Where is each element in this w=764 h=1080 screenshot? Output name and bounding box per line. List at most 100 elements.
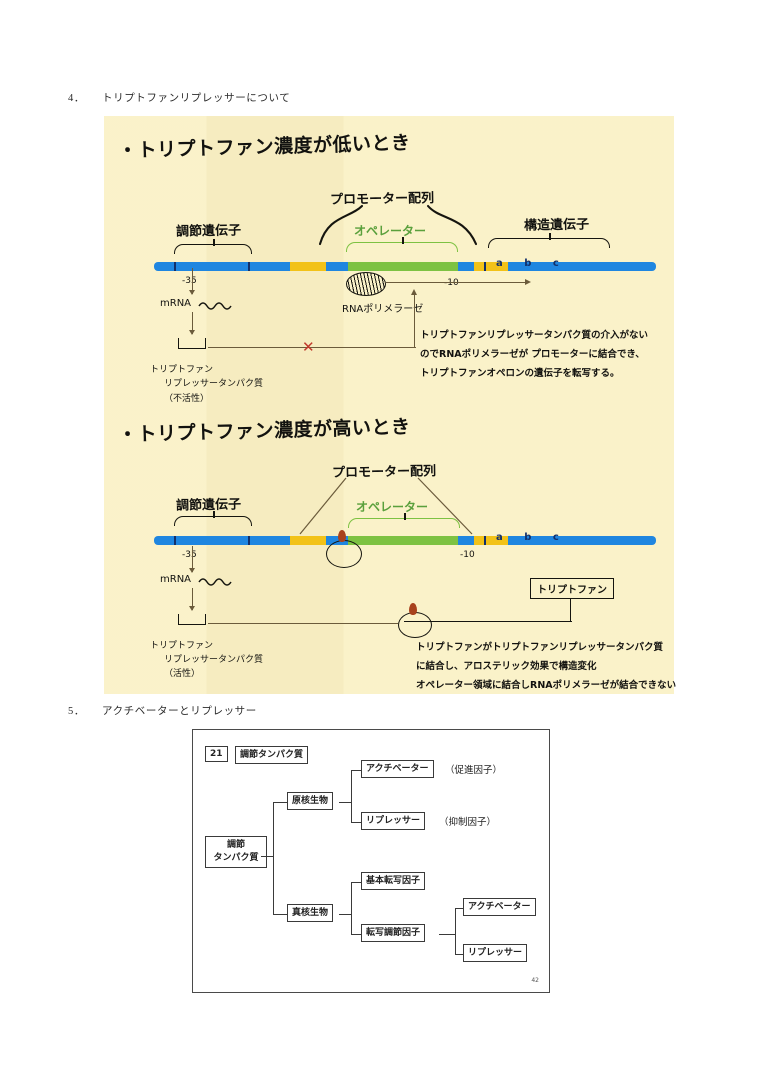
repressor-caption-line3-high: （活性） xyxy=(164,669,201,679)
repressor-caption-line1-high: トリプトファン xyxy=(150,641,214,651)
tryptophan-box-connector-h xyxy=(404,621,572,623)
repressor-caption-line2-low: リプレッサータンパク質 xyxy=(164,379,264,389)
gene-tick-c-high xyxy=(484,536,486,545)
gene-seg-operator xyxy=(348,262,458,271)
regulatory-gene-brace-low xyxy=(174,239,252,254)
rna-polymerase-label-low: RNAポリメラーゼ xyxy=(342,304,424,315)
gene-seg-spacer1 xyxy=(326,262,348,271)
gene-tick-c-low xyxy=(484,262,486,271)
gene-seg-operator-high xyxy=(348,536,458,545)
tree-branch2-connector xyxy=(273,914,287,915)
high-trp-heading: ・トリプトファン濃度が高いとき xyxy=(117,415,411,447)
gene-seg-promoter-10 xyxy=(474,262,508,271)
repressor-inactive-icon-low xyxy=(178,338,206,349)
explanation-high-line3: オペレーター領域に結合しRNAポリメラーゼが結合できない xyxy=(416,680,677,691)
tree-branch-eukaryote: 真核生物 xyxy=(287,904,334,922)
section-5-heading: 5． アクチベーターとリプレッサー xyxy=(68,703,257,718)
mrna-label-high: mRNA xyxy=(160,574,192,585)
tree-subbranch-child1-connector xyxy=(455,908,463,909)
tree-branch1-split xyxy=(351,770,352,822)
regulatory-transcription-arrow-low xyxy=(188,268,197,295)
tree-node-repressor-prokaryote: リプレッサー xyxy=(361,812,426,830)
gene-seg-promoter-10-high xyxy=(474,536,508,545)
tree-node-transcription-regulator: 転写調節因子 xyxy=(361,924,426,942)
regulatory-gene-label-high: 調節遺伝子 xyxy=(175,497,242,514)
explanation-low-line3: トリプトファンオペロンの遺伝子を転写する。 xyxy=(420,368,620,379)
gene-seg-promoter-35 xyxy=(290,262,326,271)
tree-branch1-connector xyxy=(273,802,287,803)
repressor-binding-uparrow-low xyxy=(409,289,418,348)
mrna-squiggle-low xyxy=(198,302,232,310)
gene-seg-promoter-35-high xyxy=(290,536,326,545)
repressor-caption-line3-low: （不活性） xyxy=(164,394,210,404)
tree-node-repressor-eukaryote: リプレッサー xyxy=(463,944,528,962)
transcription-arrow-low xyxy=(386,277,531,286)
gene-seg-structural xyxy=(508,262,656,271)
gene-seg-regulatory-high xyxy=(154,536,290,545)
explanation-low-line2: のでRNAポリメラーゼが プロモーターに結合でき、 xyxy=(420,349,645,360)
tree-corner-number: 21 xyxy=(205,746,228,762)
repressor-bound-icon-high xyxy=(326,540,362,568)
repressor-activation-path-high xyxy=(208,623,398,625)
operator-label-high: オペレーター xyxy=(356,500,429,514)
low-trp-heading: ・トリプトファン濃度が低いとき xyxy=(117,131,411,163)
mrna-label-low: mRNA xyxy=(160,298,192,309)
tryptophan-box-connector-v xyxy=(570,598,572,622)
section-5-title: アクチベーターとリプレッサー xyxy=(102,706,257,717)
tree-root-line1: 調節 xyxy=(226,840,245,850)
tree-branch1-out xyxy=(339,802,351,803)
minus35-label-low: -35 xyxy=(182,276,197,286)
tree-branch2-child2-connector xyxy=(351,934,361,935)
blocked-marker-low: ✕ xyxy=(302,338,315,356)
gene-tick-a-low xyxy=(174,262,176,271)
tree-subbranch-split xyxy=(455,908,456,954)
explanation-high-line2: に結合し、アロステリック効果で構造変化 xyxy=(416,661,597,672)
tryptophan-box-high: トリプトファン xyxy=(530,578,614,599)
tree-root-connector xyxy=(261,856,273,857)
minus35-label-high: -35 xyxy=(182,550,197,560)
tree-branch-prokaryote: 原核生物 xyxy=(287,792,334,810)
structural-segment-letters-high: a b c xyxy=(496,532,568,543)
regulatory-transcription-arrow-high xyxy=(188,546,197,573)
tree-subbranch-out xyxy=(439,934,455,935)
tryptophan-molecule-bound-high xyxy=(338,530,346,542)
operator-label-low: オペレーター xyxy=(354,224,427,238)
repressor-caption-line2-high: リプレッサータンパク質 xyxy=(164,655,264,665)
gene-seg-spacer2-high xyxy=(458,536,474,545)
tree-branch1-child2-connector xyxy=(351,822,361,823)
regulatory-gene-brace-high xyxy=(174,511,252,526)
section-4-number: 4． xyxy=(68,93,85,104)
section-4-heading: 4．トリプトファンリプレッサーについて xyxy=(68,90,290,105)
tree-root-line2: タンパク質 xyxy=(213,853,259,863)
tree-corner-label: 調節タンパク質 xyxy=(235,746,309,764)
tree-subbranch-child2-connector xyxy=(455,954,463,955)
tree-branch2-child1-connector xyxy=(351,882,361,883)
tree-node-activator-eukaryote: アクチベーター xyxy=(463,898,536,916)
tree-branch2-out xyxy=(339,914,351,915)
repressor-caption-line1-low: トリプトファン xyxy=(150,365,214,375)
tree-node-general-transcription-factor: 基本転写因子 xyxy=(361,872,426,890)
promoter-leader-line-low xyxy=(318,204,364,246)
repressor-active-icon-high xyxy=(178,614,206,625)
rna-polymerase-icon-low xyxy=(346,272,386,296)
section-5-number: 5． xyxy=(68,706,85,717)
gene-tick-a-high xyxy=(174,536,176,545)
handwritten-note-scan: ・トリプトファン濃度が低いとき プロモーター配列 オペレーター 調節遺伝子 構造… xyxy=(104,116,677,694)
repressor-activated-icon-high xyxy=(398,612,432,638)
tree-page-number: 42 xyxy=(531,977,539,984)
tree-branch2-split xyxy=(351,882,352,934)
explanation-high-line1: トリプトファンがトリプトファンリプレッサータンパク質 xyxy=(416,642,664,653)
explanation-low-line1: トリプトファンリプレッサータンパク質の介入がない xyxy=(420,330,649,341)
gene-seg-spacer2 xyxy=(458,262,474,271)
mrna-squiggle-high xyxy=(198,578,232,586)
gene-tick-b-high xyxy=(248,536,250,545)
translation-arrow-low xyxy=(188,312,197,335)
promoter-leader-lines-high xyxy=(299,477,473,535)
tryptophan-molecule-free-high xyxy=(409,603,417,615)
structural-gene-brace-low xyxy=(488,233,610,248)
gene-bar-high xyxy=(154,536,656,545)
gene-seg-structural-high xyxy=(508,536,656,545)
repressor-binding-path-low xyxy=(208,347,416,349)
gene-tick-b-low xyxy=(248,262,250,271)
